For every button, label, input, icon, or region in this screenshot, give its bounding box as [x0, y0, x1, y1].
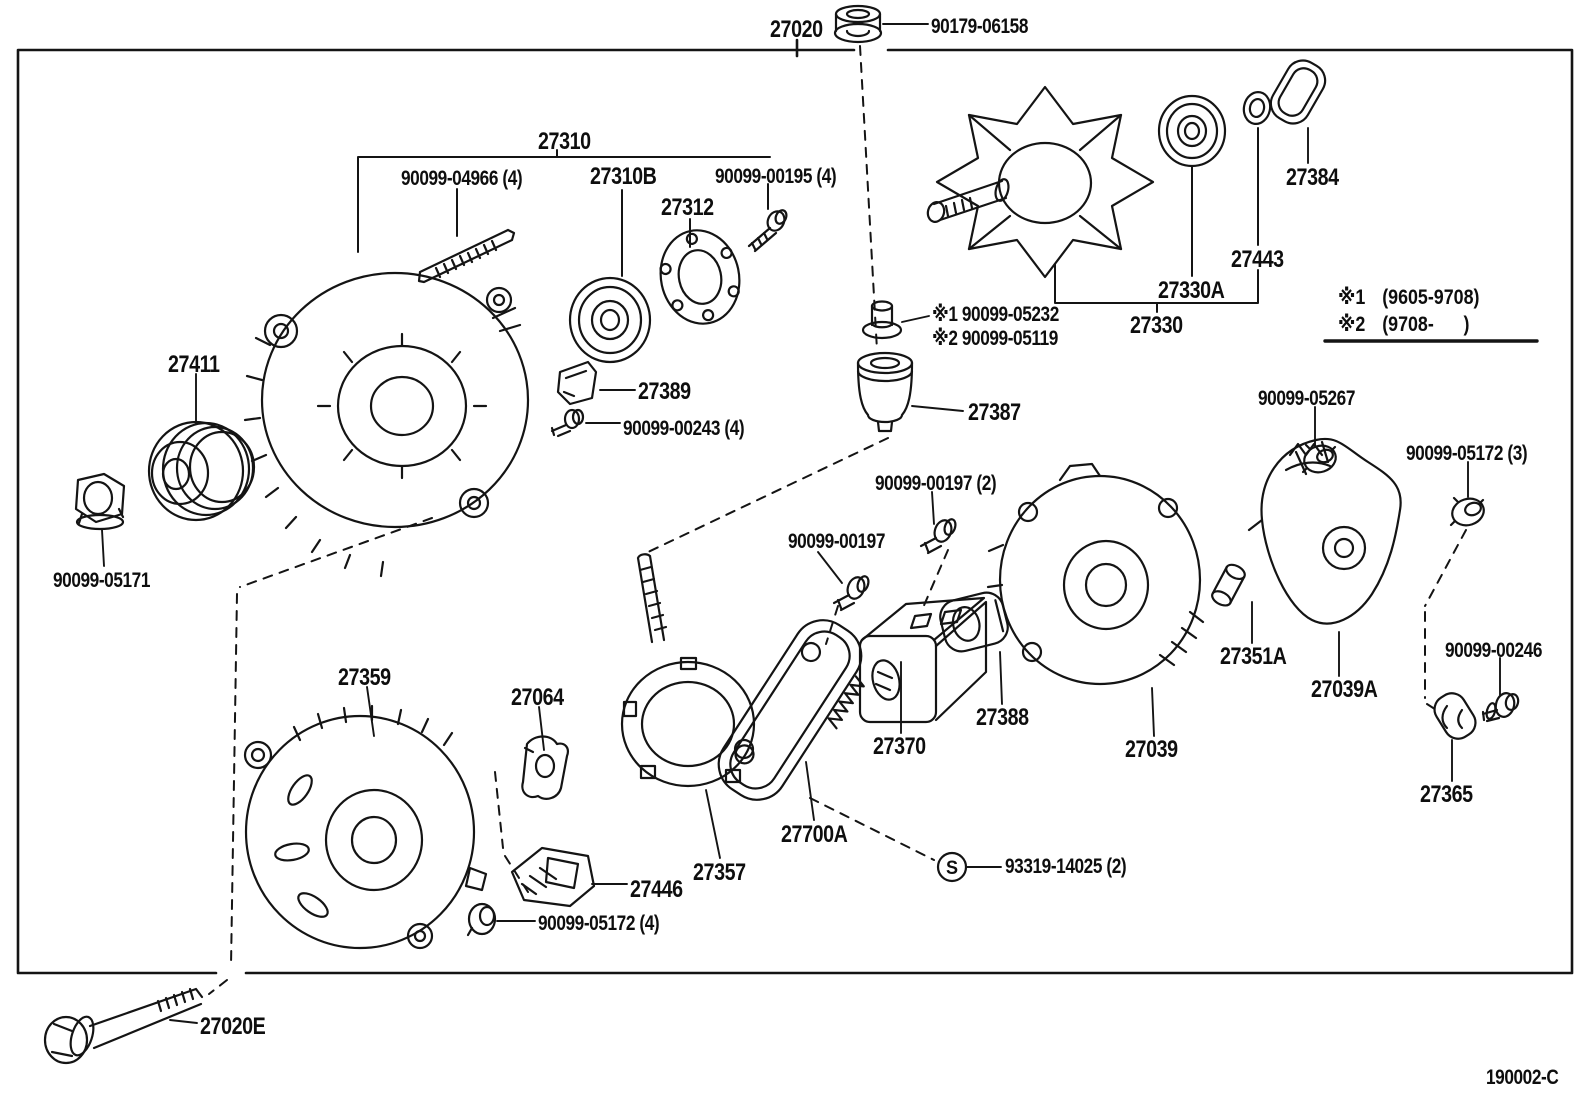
- part-label-s-symbol: S: [946, 858, 958, 879]
- part-label-27446: 27446: [630, 876, 683, 903]
- footnote-row-1: ※1 (9605-9708): [1338, 284, 1479, 311]
- part-label-90099-04966-4: 90099-04966 (4): [401, 167, 523, 190]
- part-label-27312: 27312: [661, 194, 714, 221]
- part-label-90099-05172-4: 90099-05172 (4): [538, 912, 660, 935]
- part-label-27387: 27387: [968, 399, 1021, 426]
- part-label-90099-05171: 90099-05171: [53, 569, 151, 592]
- part-label-27388: 27388: [976, 704, 1029, 731]
- part-clip-27365: [1433, 692, 1477, 740]
- part-bolt-27020E: [43, 987, 204, 1065]
- s-symbol-circle: [936, 851, 968, 883]
- part-label-90099-05119: ※2 90099-05119: [932, 327, 1058, 350]
- part-label-27359: 27359: [338, 664, 391, 691]
- part-label-27330: 27330: [1130, 312, 1183, 339]
- footnote-symbol: ※1: [1338, 286, 1366, 309]
- part-screw-90099-05172-4: [466, 902, 497, 937]
- part-bearing-27330A: [1157, 94, 1227, 168]
- part-label-90099-00195-4: 90099-00195 (4): [715, 165, 837, 188]
- part-screw-90099-00246: [1481, 692, 1520, 723]
- part-cap-27384: [1269, 59, 1327, 125]
- part-screw-90099-00195: [747, 209, 788, 253]
- part-screw-90099-00197-a: [919, 518, 957, 555]
- part-label-90099-05267: 90099-05267: [1258, 387, 1356, 410]
- part-nut-90099-05172-3: [1449, 496, 1485, 527]
- part-nut-90179-06158: [833, 4, 883, 44]
- part-retainer-plate-27312: [659, 229, 741, 325]
- part-sleeve-27351A: [1211, 563, 1246, 607]
- part-nut-90099-05267: [1301, 443, 1337, 474]
- part-grommet-90099-05232: [861, 300, 903, 340]
- part-screw-90099-00243: [550, 408, 585, 438]
- part-label-90179-06158: 90179-06158: [931, 15, 1029, 38]
- assembly-dashed-lines: [208, 45, 1467, 995]
- part-rear-housing-27039: [986, 462, 1205, 686]
- part-label-27411: 27411: [168, 351, 220, 378]
- part-label-27039: 27039: [1125, 736, 1178, 763]
- part-label-90099-00197: 90099-00197: [788, 530, 886, 553]
- bracket-27330: [1054, 127, 1259, 313]
- part-label-27370: 27370: [873, 733, 926, 760]
- part-label-27039A: 27039A: [1311, 676, 1378, 703]
- part-brush-holder-27357: [620, 553, 756, 788]
- part-bearing-27310B: [568, 276, 652, 364]
- part-label-27310: 27310: [538, 128, 591, 155]
- part-label-27700A: 27700A: [781, 821, 848, 848]
- part-screw-90099-00197-b: [832, 575, 870, 612]
- part-label-27443: 27443: [1231, 246, 1284, 273]
- part-brush-cup-27387: [856, 351, 914, 433]
- leader-lines: [101, 23, 1501, 1024]
- frame-border: [16, 38, 1574, 975]
- part-label-27064: 27064: [511, 684, 564, 711]
- footnote-range: (9605-9708): [1382, 286, 1480, 309]
- part-label-27351A: 27351A: [1220, 643, 1287, 670]
- part-clip-27389: [556, 360, 598, 406]
- part-rotor-27330: [926, 85, 1155, 279]
- part-rectifier-27700A: [717, 619, 865, 801]
- part-label-90099-05232: ※1 90099-05232: [932, 303, 1059, 326]
- part-label-90099-00197-2: 90099-00197 (2): [875, 472, 997, 495]
- part-label-27357: 27357: [693, 859, 746, 886]
- part-stud-bolt-90099-04966: [417, 228, 516, 284]
- part-label-27365: 27365: [1420, 781, 1473, 808]
- part-label-90099-00246: 90099-00246: [1445, 639, 1543, 662]
- part-terminal-27064: [521, 735, 569, 800]
- footnote-row-2: ※2 (9708- ): [1338, 311, 1479, 338]
- part-label-27389: 27389: [638, 378, 691, 405]
- part-label-27020E: 27020E: [200, 1013, 266, 1040]
- part-label-90099-00243-4: 90099-00243 (4): [623, 417, 745, 440]
- part-regulator-27370: [858, 596, 988, 724]
- part-washer-27443: [1242, 91, 1272, 125]
- bracket-27310: [357, 149, 771, 277]
- part-label-27310B: 27310B: [590, 163, 657, 190]
- part-label-doc-code: 190002-C: [1486, 1066, 1559, 1089]
- part-front-bracket-27359: [243, 704, 488, 950]
- part-front-housing-27310: [243, 271, 530, 578]
- part-label-27020: 27020: [770, 16, 823, 43]
- part-label-93319-14025-2: 93319-14025 (2): [1005, 855, 1127, 878]
- part-nut-90099-05171: [74, 472, 126, 531]
- part-label-27330A: 27330A: [1158, 277, 1225, 304]
- footnote-symbol: ※2: [1338, 313, 1366, 336]
- footnotes: ※1 (9605-9708) ※2 (9708- ): [1338, 284, 1504, 338]
- part-label-90099-05172-3: 90099-05172 (3): [1406, 442, 1528, 465]
- part-label-27384: 27384: [1286, 164, 1339, 191]
- footnote-range: (9708- ): [1382, 313, 1470, 336]
